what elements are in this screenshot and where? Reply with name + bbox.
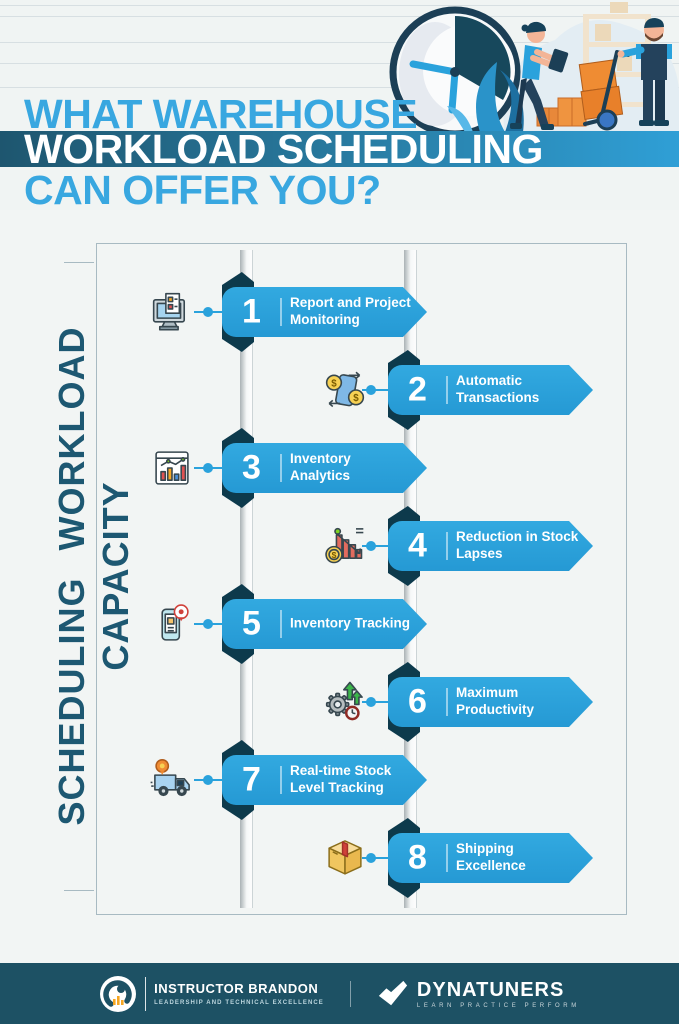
step-divider [280,610,282,638]
dynatuners-check-icon [378,980,408,1005]
step-label: Maximum Productivity [456,685,535,717]
step-banner: 3 Inventory Analytics [222,443,427,493]
frame-tick-top [64,262,94,263]
svg-text:$: $ [332,550,337,560]
step-number: 3 [242,448,261,487]
step-banner: 7 Real-time Stock Level Tracking [222,755,427,805]
brand1-tagline: LEADERSHIP AND TECHNICAL EXCELLENCE [154,999,324,1006]
step-divider [446,688,448,716]
brand2-name: DYNATUNERS [416,978,565,1001]
step-label: Reduction in Stock Lapses [456,529,579,561]
step-number: 6 [408,682,427,721]
connector-dot [366,541,376,551]
step-banner: 4 Reduction in Stock Lapses [388,521,593,571]
step-divider [446,844,448,872]
step-divider [280,454,282,482]
warehouse-illustration [389,2,679,140]
title-band: WORKLOAD SCHEDULING [0,126,679,172]
step-label: Automatic Transactions [456,373,540,405]
step-number: 5 [242,604,261,643]
step-banner: 1 Report and Project Monitoring [222,287,427,337]
notebook-line [0,63,679,64]
step-divider [280,766,282,794]
step-divider [446,376,448,404]
step-label: Real-time Stock Level Tracking [290,763,392,795]
step-number: 8 [408,838,427,877]
step-banner: 5 Inventory Tracking [222,599,427,649]
timeline-section: SCHEDULING WORKLOAD CAPACITY 1 Report an… [0,210,679,963]
content-frame [96,243,627,915]
step-label: Inventory Tracking [290,615,411,631]
header: WHAT WAREHOUSE WORKLOAD SCHEDULING CAN O… [0,0,679,213]
step-banner: 8 Shipping Excellence [388,833,593,883]
step-divider [280,298,282,326]
notebook-line [0,42,679,43]
step-number: 7 [242,760,261,799]
step-number: 1 [242,292,261,331]
step-banner: 2 Automatic Transactions [388,365,593,415]
notebook-line [0,16,679,17]
brand1-name: INSTRUCTOR BRANDON [154,981,319,997]
declining-stock-icon: $ [323,524,367,568]
brand-dynatuners: DYNATUNERS LEARN PRACTICE PERFORM [377,979,580,1009]
brand2-tagline: LEARN PRACTICE PERFORM [416,1002,580,1009]
vertical-axis-label: SCHEDULING WORKLOAD CAPACITY [51,326,136,826]
step-label: Inventory Analytics [290,451,351,483]
hand-truck [578,50,630,131]
step-divider [446,532,448,560]
step-label: Shipping Excellence [456,841,526,873]
tracking-phone-icon [150,602,194,646]
monitor-report-icon [150,290,194,334]
connector-dot [366,385,376,395]
connector-dot [203,775,213,785]
connector-dot [203,619,213,629]
gear-productivity-icon [323,680,367,724]
title-line-1: WHAT WAREHOUSE [24,91,418,137]
shipping-box-icon [323,836,367,880]
connector-dot [366,853,376,863]
svg-text:$: $ [331,378,337,389]
step-number: 2 [408,370,427,409]
analytics-board-icon [150,446,194,490]
instructor-brandon-logo-icon [100,975,137,1012]
step-label: Report and Project Monitoring [290,295,411,327]
connector-dot [203,463,213,473]
connector-dot [203,307,213,317]
title-line-3: CAN OFFER YOU? [24,167,381,213]
brand-instructor-brandon: INSTRUCTOR BRANDON LEADERSHIP AND TECHNI… [99,975,324,1013]
footer-divider [349,980,351,1007]
delivery-truck-icon [150,758,194,802]
title-line-2: WORKLOAD SCHEDULING [24,126,543,172]
money-transactions-icon: $ $ [323,368,367,412]
clock-icon [389,6,521,138]
worker-woman [510,21,569,130]
logo-separator [145,976,147,1011]
notebook-line [0,5,679,6]
step-banner: 6 Maximum Productivity [388,677,593,727]
footer: INSTRUCTOR BRANDON LEADERSHIP AND TECHNI… [0,963,679,1024]
step-number: 4 [408,526,427,565]
svg-text:$: $ [353,393,359,404]
connector-dot [366,697,376,707]
notebook-line [0,87,679,88]
frame-tick-bottom [64,890,94,891]
worker-man [617,18,672,126]
